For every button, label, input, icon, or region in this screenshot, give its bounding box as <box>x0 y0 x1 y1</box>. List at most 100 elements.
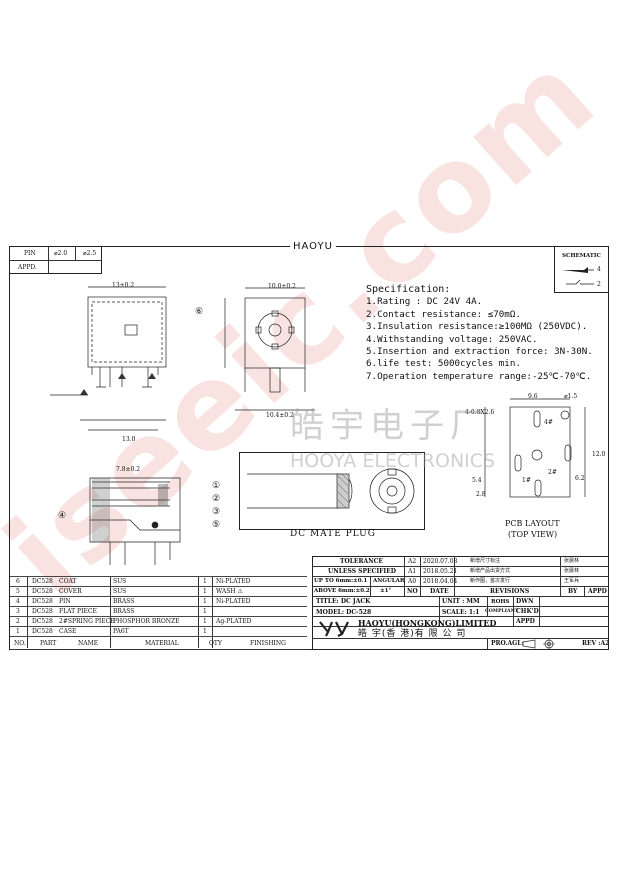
callout-5: ⑤ <box>212 520 221 530</box>
bom-name: COAT <box>59 578 77 585</box>
rev-a0-by: 王军兵 <box>564 578 580 584</box>
callout-1: ① <box>212 481 221 491</box>
title-label: TITLE: DC JACK <box>316 598 371 605</box>
bom-part: DC528 <box>32 598 53 605</box>
bom-finishing: WASH ⚠ <box>216 588 243 595</box>
bom-qty: 1 <box>203 578 207 585</box>
company-name-cn: 皓 宇(香 港)有 限 公 司 <box>358 629 467 639</box>
hole-spec: 4-0.8X2.6 <box>465 409 495 416</box>
pcb-layout-drawing <box>484 398 586 498</box>
rev-appd-label: APPD <box>588 588 607 595</box>
angular-value: ±1° <box>380 588 392 594</box>
dim-12: 12.0 <box>592 451 606 458</box>
unit-label: UNIT : MM <box>442 598 480 605</box>
rev-a2-desc: 新增尺寸标注 <box>470 558 501 564</box>
bom-qty: 1 <box>203 608 207 615</box>
bom-row-3: 3 DC528 FLAT PIECE BRASS 1 <box>10 606 307 616</box>
spec-item-2: 2.Contact resistance: ≤70mΩ. <box>366 308 521 320</box>
rev-a0-date: 2018.04.04 <box>423 578 458 585</box>
top-view-label: (TOP VIEW) <box>508 530 558 539</box>
mate-plug-label: DC MATE PLUG <box>290 529 376 539</box>
mate-plug-box <box>239 452 425 530</box>
bom-no: 1 <box>16 628 20 635</box>
schematic-pin-2: 2 <box>597 281 601 288</box>
spec-item-1: 1.Rating : DC 24V 4A. <box>366 296 483 308</box>
rev-revisions-label: REVISIONS <box>490 588 530 595</box>
bom-material: PHOSPHOR BRONZE <box>113 618 180 625</box>
dim-1-5: ⌀1.5 <box>564 393 578 400</box>
dim-6-2: 6.2 <box>575 475 585 482</box>
pin-label: PIN <box>24 250 36 257</box>
title-block <box>312 556 609 650</box>
bom-part: DC528 <box>32 588 53 595</box>
compliant-label: COMPLIANT <box>485 608 519 614</box>
bom-material: PA6T <box>113 628 129 635</box>
spec-item-4: 4.Withstanding voltage: 250VAC. <box>366 333 538 345</box>
bom-part: DC528 <box>32 608 53 615</box>
appd-label: APPD. <box>18 264 37 271</box>
scale-label: SCALE: 1:1 <box>442 609 480 616</box>
bom-part: DC528 <box>32 618 53 625</box>
bom-name: PIN <box>59 598 71 605</box>
callout-2: ② <box>212 494 221 504</box>
bom-header-row: NO. PART NAME MATERIAL QTY FINISHING <box>10 636 307 650</box>
rev-label: REV :A2 <box>582 640 610 647</box>
rev-by-label: BY <box>568 588 578 595</box>
schematic-box <box>554 246 609 293</box>
pin-option-1: ⌀2.0 <box>54 250 68 257</box>
brand-top: HAOYU <box>290 242 336 252</box>
spec-item-6: 6.life test: 5000cycles min. <box>366 358 521 370</box>
appd-title-label: APPD <box>516 618 535 625</box>
bom-row-6: 6 DC528 COAT SUS 1 Ni-PLATED <box>10 576 307 586</box>
callout-6: ⑥ <box>195 307 204 317</box>
bom-row-2: 2 DC528 2#SPRING PIECE PHOSPHOR BRONZE 1… <box>10 616 307 626</box>
spec-item-7: 7.Operation temperature range:-25℃-70℃. <box>366 370 592 382</box>
tolerance-label: TOLERANCE <box>340 558 383 565</box>
rev-a2-by: 张晨林 <box>564 558 580 564</box>
mate-plug-drawing <box>247 468 415 514</box>
schematic-label: SCHEMATIC <box>562 253 601 259</box>
dim-7-8: 7.8±0.2 <box>116 466 141 473</box>
spec-item-3: 3.Insulation resistance:≥100MΩ (250VDC). <box>366 321 588 333</box>
company-name-en: HAOYU(HONGKONG)LIMITED <box>358 618 497 628</box>
bom-header-finishing: FINISHING <box>250 640 286 647</box>
rev-a2: A2 <box>408 558 417 565</box>
spec-title: Specification: <box>366 284 451 295</box>
bom-material: BRASS <box>113 608 135 615</box>
bom-finishing: Ni-PLATED <box>216 578 251 585</box>
side-view-drawing <box>224 287 315 411</box>
bom-finishing: Ni-PLATED <box>216 598 251 605</box>
rev-a1-by: 张晨林 <box>564 568 580 574</box>
dim-5-4: 5.4 <box>472 477 482 484</box>
pcb-pin-4: 4# <box>544 419 553 426</box>
bom-material: SUS <box>113 578 127 585</box>
proj-label: PRO.AGL: <box>491 640 524 647</box>
bom-header-qty: QTY <box>209 640 222 647</box>
bom-no: 6 <box>16 578 20 585</box>
up-to-label: UP TO 6mm:±0.1 <box>314 578 368 584</box>
bom-header-part: PART <box>40 640 57 647</box>
bom-part: DC528 <box>32 628 53 635</box>
pcb-pin-1: 1# <box>522 477 531 484</box>
bom-qty: 1 <box>203 628 207 635</box>
bom-no: 2 <box>16 618 20 625</box>
callout-3: ③ <box>212 507 221 517</box>
model-label: MODEL: DC-528 <box>316 609 372 616</box>
bom-name: CASE <box>59 628 77 635</box>
dim-13-5: 13±0.2 <box>112 282 135 289</box>
above-label: ABOVE 6mm:±0.2 <box>314 588 370 594</box>
bom-row-4: 4 DC528 PIN BRASS 1 Ni-PLATED <box>10 596 307 606</box>
bom-header-name: NAME <box>78 640 99 647</box>
bom-material: SUS <box>113 588 127 595</box>
unless-label: UNLESS SPECIFIED <box>328 568 396 575</box>
specification-block: Specification: 1.Rating : DC 24V 4A. 2.C… <box>366 284 593 383</box>
bom-part: DC528 <box>32 578 53 585</box>
rev-no-label: NO <box>407 588 418 595</box>
rohs-label: ROHS <box>491 599 510 605</box>
bom-no: 4 <box>16 598 20 605</box>
bom-qty: 1 <box>203 618 207 625</box>
company-logo-icon <box>319 621 349 637</box>
bom-header-material: MATERIAL <box>145 640 179 647</box>
rev-a1-date: 2018.05.21 <box>423 568 458 575</box>
bom-name: 2#SPRING PIECE <box>59 618 115 625</box>
